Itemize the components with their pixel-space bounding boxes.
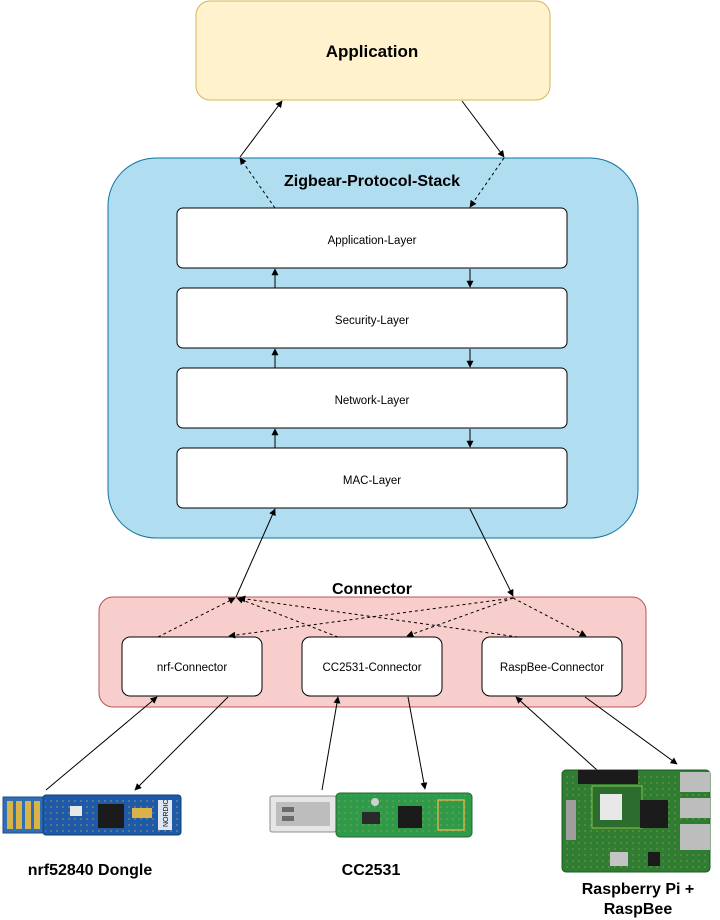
application-layer-label: Application-Layer <box>328 235 417 247</box>
connector-fanout-arrows <box>157 595 587 639</box>
cc2531-connector-box <box>301 636 443 697</box>
application-title: Application <box>326 42 419 61</box>
inter-layer-arrows <box>271 268 474 448</box>
network-layer-label: Network-Layer <box>335 395 410 407</box>
raspberry-pi-label-line1: Raspberry Pi + <box>582 881 695 898</box>
mac-layer-box <box>176 447 568 509</box>
cc2531-image <box>269 792 473 838</box>
nordic-brand-text: NORDIC <box>163 799 170 827</box>
raspbee-connector-box <box>481 636 623 697</box>
cc2531-label: CC2531 <box>342 862 401 879</box>
application-box <box>195 0 551 101</box>
application-stack-arrows <box>239 100 505 209</box>
raspbee-connector-label: RaspBee-Connector <box>500 662 604 674</box>
mac-layer-label: MAC-Layer <box>343 475 401 487</box>
nrf52840-dongle-label: nrf52840 Dongle <box>28 862 153 879</box>
raspberry-pi-label-line2: RaspBee <box>604 901 673 918</box>
cc2531-connector-label: CC2531-Connector <box>322 662 421 674</box>
nrf52840-dongle-image: NORDIC <box>2 794 182 836</box>
nrf-connector-box <box>121 636 263 697</box>
mac-connector-arrows <box>235 508 514 598</box>
raspberry-pi-raspbee-image <box>561 769 711 873</box>
application-layer-box <box>176 207 568 269</box>
security-layer-box <box>176 287 568 349</box>
security-layer-label: Security-Layer <box>335 315 409 327</box>
nrf-connector-label: nrf-Connector <box>157 662 227 674</box>
device-connector-arrows <box>45 696 678 791</box>
connector-title: Connector <box>332 581 412 598</box>
protocol-stack-title: Zigbear-Protocol-Stack <box>284 173 460 190</box>
network-layer-box <box>176 367 568 429</box>
